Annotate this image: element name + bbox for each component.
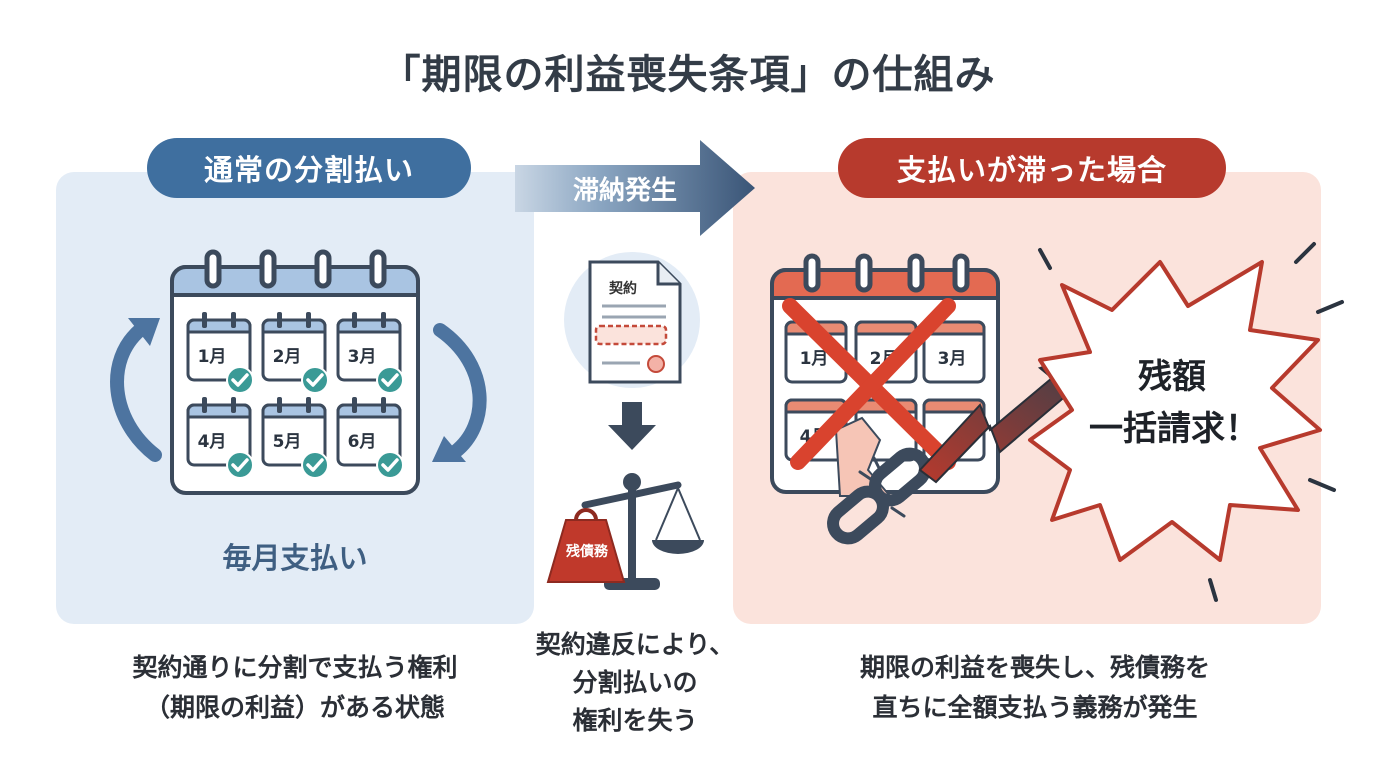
contract-breach-caption: 契約違反により、 分割払いの 権利を失う: [530, 626, 740, 740]
month-cell: 5月: [261, 397, 329, 479]
page-title: 「期限の利益喪失条項」の仕組み: [380, 52, 996, 98]
month-label: 4月: [198, 432, 227, 452]
balance-scale-icon: 残債務: [546, 473, 704, 590]
check-icon: [226, 451, 254, 479]
burst-line-1: 残額: [1138, 357, 1206, 397]
month-label: 5月: [273, 432, 302, 452]
contract-document-label: 契約: [608, 280, 637, 297]
month-cell: 2月: [261, 312, 329, 394]
caption-line: 分割払いの: [572, 668, 698, 697]
monthly-payment-label: 毎月支払い: [222, 541, 368, 575]
month-label: 3月: [938, 349, 967, 369]
caption-line: 権利を失う: [572, 706, 698, 735]
caption-line: 契約通りに分割で支払う権利: [132, 653, 458, 682]
default-case-caption: 期限の利益を喪失し、残債務を 直ちに全額支払う義務が発生: [745, 648, 1325, 728]
default-case-header: 支払いが滞った場合: [838, 138, 1226, 198]
caption-line: 期限の利益を喪失し、残債務を: [859, 653, 1210, 682]
burst-line-2: 一括請求！: [1089, 409, 1259, 449]
month-cell: 6月: [336, 397, 404, 479]
check-icon: [301, 366, 329, 394]
month-cell: 4月: [186, 397, 254, 479]
check-icon: [226, 366, 254, 394]
remaining-debt-weight-label: 残債務: [566, 543, 609, 560]
caption-line: （期限の利益）がある状態: [144, 693, 445, 722]
burst-shape: 残額 一括請求！: [1028, 242, 1344, 602]
month-label: 1月: [198, 347, 227, 367]
cancel-cross-icon: [782, 298, 956, 470]
normal-installment-header: 通常の分割払い: [147, 138, 471, 198]
overdue-arrow-label: 滞納発生: [573, 175, 677, 206]
overdue-arrow: 滞納発生: [515, 140, 755, 236]
month-label: 1月: [800, 349, 829, 369]
broken-chain-icon: [827, 447, 931, 545]
month-label: 3月: [348, 347, 377, 367]
monthly-calendar-icon: 1月 2月 3月 4月 5月 6月: [170, 249, 420, 495]
check-icon: [376, 366, 404, 394]
month-label: 2月: [273, 347, 302, 367]
month-cell: 3月: [336, 312, 404, 394]
check-icon: [376, 451, 404, 479]
month-cell: 1月: [186, 312, 254, 394]
check-icon: [301, 451, 329, 479]
caption-line: 直ちに全額支払う義務が発生: [872, 693, 1198, 722]
month-label: 6月: [348, 432, 377, 452]
contract-document-icon: 契約: [564, 252, 700, 388]
normal-installment-caption: 契約通りに分割で支払う権利 （期限の利益）がある状態: [60, 648, 530, 728]
down-arrow-icon: [608, 402, 656, 450]
caption-line: 契約違反により、: [535, 630, 735, 659]
month-cell: 2月: [854, 320, 918, 384]
month-cell: 3月: [922, 320, 986, 384]
cycle-arrows-icon: [110, 318, 487, 462]
